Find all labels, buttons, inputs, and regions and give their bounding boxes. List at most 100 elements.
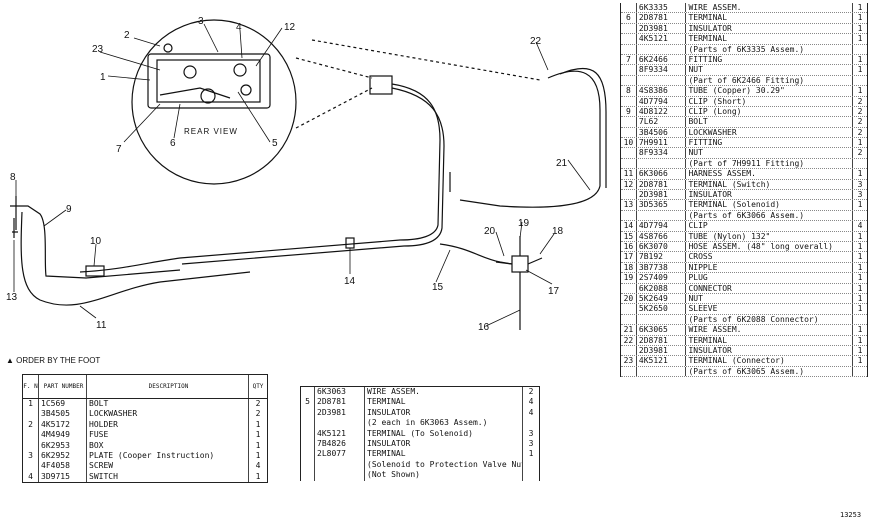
ref-no-cell [621, 283, 637, 293]
ref-no-cell: 12 [621, 179, 637, 189]
qty-cell: 1 [857, 13, 863, 23]
ref-no-cell [621, 314, 637, 325]
order-by-foot-note: ▲ ORDER BY THE FOOT [6, 356, 101, 365]
part-number-cell: 6K3070 [637, 241, 687, 252]
callout-3: 3 [198, 16, 204, 27]
ref-no-cell [621, 366, 637, 377]
qty-cell: 1 [528, 449, 534, 459]
ref-no-cell [23, 430, 39, 441]
qty-cell: 2 [857, 96, 863, 106]
callout-10: 10 [90, 236, 102, 247]
ref-no-cell: 10 [621, 138, 637, 148]
qty-cell [853, 45, 867, 54]
description-cell: CLIP [686, 221, 854, 231]
qty-cell: 2 [857, 127, 863, 137]
qty-cell: 1 [857, 65, 863, 75]
part-number-cell: 3B7738 [637, 262, 687, 273]
ref-no-cell: 14 [621, 221, 637, 231]
description-cell: INSULATOR [686, 23, 854, 34]
description-cell: TERMINAL (To Solenoid) [365, 428, 523, 439]
qty-cell [853, 211, 867, 220]
part-number-cell: 4D7794 [637, 96, 687, 106]
description-cell: (Part of 6K2466 Fitting) [686, 75, 854, 86]
callout-22: 22 [530, 36, 542, 47]
description-cell: NUT [686, 293, 854, 304]
part-number-cell [637, 314, 687, 325]
part-number-cell: 4K5172 [39, 419, 87, 431]
callout-21: 21 [556, 158, 568, 169]
ref-no-cell: 5 [301, 397, 315, 408]
part-number-cell: 6K3066 [637, 169, 687, 179]
description-cell: (Part of 7H9911 Fitting) [686, 158, 854, 169]
part-number-cell: 2D8781 [637, 13, 687, 23]
part-number-cell: 2D8781 [637, 179, 687, 189]
qty-cell: 1 [857, 3, 863, 12]
description-cell: TERMINAL [686, 34, 854, 44]
qty-cell [523, 470, 539, 480]
part-number-cell [315, 418, 365, 429]
header-ref-no: REF. NO. [23, 375, 39, 398]
qty-cell: 2 [255, 409, 261, 419]
ref-no-cell [621, 23, 637, 34]
ref-no-cell [301, 387, 315, 398]
callout-18: 18 [552, 226, 564, 237]
ref-no-cell [301, 459, 315, 471]
callout-7: 7 [116, 144, 122, 155]
part-number-cell [637, 210, 687, 221]
fitting-10 [85, 265, 105, 277]
description-cell: PLATE (Cooper Instruction) [87, 450, 249, 462]
part-number-cell: 4M4949 [39, 430, 87, 441]
description-cell: TERMINAL (Switch) [686, 179, 854, 189]
callout-19: 19 [518, 218, 530, 229]
qty-cell: 1 [857, 241, 863, 251]
part-number-cell: 3D9715 [39, 471, 87, 483]
table-row: (Parts of 6K3066 Assem.) [621, 210, 867, 222]
callout-6: 6 [170, 138, 176, 149]
qty-cell: 1 [857, 283, 863, 293]
description-cell: BOLT [87, 399, 249, 410]
ref-no-cell [621, 210, 637, 221]
description-cell: FUSE [87, 430, 249, 441]
ref-no-cell: 17 [621, 252, 637, 262]
part-number-cell: 2D8781 [637, 335, 687, 345]
ref-no-cell [621, 34, 637, 44]
description-cell: CLIP (Short) [686, 96, 854, 106]
qty-cell: 1 [857, 23, 863, 33]
qty-cell [523, 460, 539, 470]
part-number-cell: 7B4826 [315, 438, 365, 450]
ref-no-cell [23, 440, 39, 451]
description-cell: INSULATOR [365, 407, 523, 419]
table-row: (Part of 7H9911 Fitting) [621, 158, 867, 170]
qty-cell: 1 [857, 231, 863, 241]
part-number-cell: 4K5121 [637, 356, 687, 366]
table-header: REF. NO. PART NUMBER DESCRIPTION QTY [23, 375, 267, 399]
rear-view-circle [131, 19, 297, 185]
qty-cell: 1 [857, 356, 863, 366]
qty-cell: 3 [528, 438, 534, 448]
description-cell: (Parts of 6K3065 Assem.) [686, 366, 854, 377]
ref-no-cell [621, 44, 637, 54]
part-number-cell: 8F9334 [637, 148, 687, 158]
callout-20: 20 [484, 226, 496, 237]
description-cell: PLUG [686, 273, 854, 283]
ref-no-cell [23, 461, 39, 472]
ref-no-cell: 6 [621, 13, 637, 23]
header-description: DESCRIPTION [87, 375, 249, 398]
callout-17: 17 [548, 286, 560, 297]
description-cell: TERMINAL [686, 335, 854, 345]
part-number-cell: 4K5121 [637, 34, 687, 44]
description-cell: LOCKWASHER [686, 127, 854, 138]
part-number-cell: 7L62 [637, 117, 687, 127]
qty-cell: 4 [857, 221, 863, 231]
